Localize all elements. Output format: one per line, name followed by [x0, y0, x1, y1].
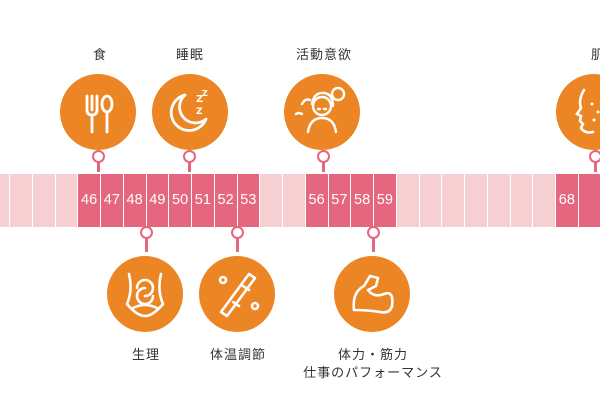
work-performance-label: 仕事のパフォーマンス: [303, 366, 443, 381]
menstruation-label: 生理: [131, 348, 161, 363]
band-top-line: [0, 172, 600, 174]
sleep-connector-dot: [183, 150, 196, 163]
svg-text:Z: Z: [202, 89, 208, 98]
skin-label: 肌: [590, 48, 600, 63]
age-cell-56: 56: [305, 172, 329, 228]
temperature-label: 体温調節: [209, 348, 267, 363]
svg-text:Z: Z: [196, 107, 203, 117]
age-cell-68: 68: [556, 172, 579, 228]
motivation-label: 活動意欲: [295, 48, 353, 63]
age-cell: [465, 172, 488, 228]
age-cell: [0, 172, 10, 228]
sleep-badge: Z Z Z: [152, 74, 228, 150]
menstruation-connector-dot: [140, 226, 153, 239]
age-cell-47: 47: [101, 172, 124, 228]
age-cell: [578, 172, 600, 228]
tired-woman-icon: [294, 86, 346, 134]
age-cell: [55, 172, 79, 228]
age-cell: [487, 172, 511, 228]
band-bottom-line: [0, 226, 600, 228]
age-cell: [533, 172, 556, 228]
age-cell-51: 51: [192, 172, 215, 228]
motivation-badge: [284, 74, 360, 150]
fork-spoon-icon: [85, 94, 114, 134]
age-cell: [32, 172, 56, 228]
age-cell: [510, 172, 534, 228]
abdomen-cycle-icon: [125, 272, 165, 318]
age-cell-50: 50: [169, 172, 192, 228]
age-cell: [260, 172, 283, 228]
age-cell-58: 58: [351, 172, 374, 228]
flexed-arm-icon: [352, 274, 394, 314]
face-profile-icon: [575, 88, 600, 134]
age-cell: [442, 172, 465, 228]
age-cell-53: 53: [237, 172, 261, 228]
age-cell-52: 52: [214, 172, 238, 228]
age-cell: [283, 172, 306, 228]
age-cell: [419, 172, 443, 228]
strength-badge: [334, 256, 410, 332]
age-cell-49: 49: [146, 172, 170, 228]
age-cell-48: 48: [123, 172, 147, 228]
thermometer-icon: [218, 272, 260, 318]
svg-text:Z: Z: [196, 94, 203, 105]
temperature-connector-dot: [231, 226, 244, 239]
age-cell-59: 59: [374, 172, 397, 228]
temperature-connector: [236, 228, 239, 252]
strength-label: 体力・筋力: [337, 348, 409, 363]
moon-zzz-icon: Z Z Z: [169, 89, 208, 132]
sleep-label: 睡眠: [175, 48, 205, 63]
food-connector-dot: [92, 150, 105, 163]
age-cell: [396, 172, 420, 228]
age-cell-46: 46: [78, 172, 101, 228]
skin-connector-dot: [589, 150, 600, 163]
strength-connector: [372, 228, 375, 252]
temperature-badge: [199, 256, 275, 332]
age-cell-57: 57: [328, 172, 352, 228]
food-label: 食: [92, 48, 108, 63]
age-cell: [10, 172, 33, 228]
strength-connector-dot: [367, 226, 380, 239]
menstruation-connector: [145, 228, 148, 252]
skin-badge: [556, 74, 600, 150]
menstruation-badge: [107, 256, 183, 332]
motivation-connector-dot: [317, 150, 330, 163]
food-badge: [60, 74, 136, 150]
